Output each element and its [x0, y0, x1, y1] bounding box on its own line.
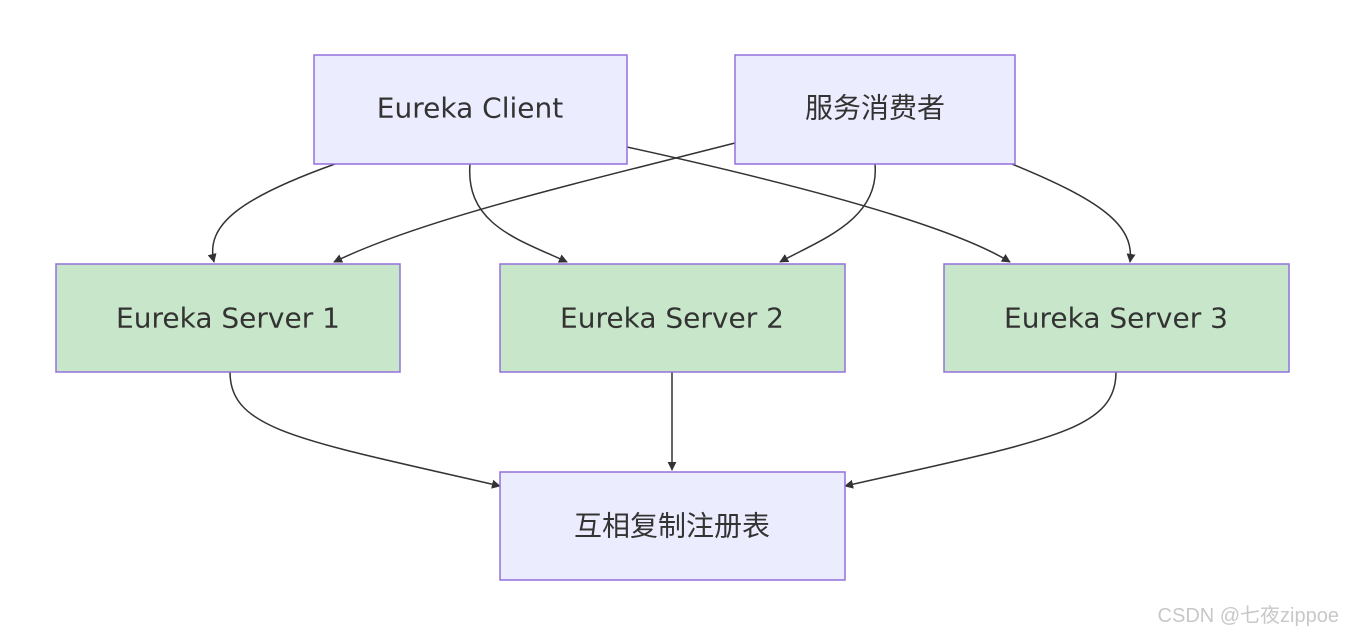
node-label: Eureka Server 1 [116, 302, 340, 335]
edge-service-consumer-to-server-2 [779, 163, 876, 263]
node-replicate-registry[interactable]: 互相复制注册表 [499, 471, 846, 581]
node-box [313, 54, 628, 165]
node-box [499, 263, 846, 373]
edge-server-3-to-replicate-registry [844, 371, 1117, 489]
edges [207, 142, 1136, 489]
node-box [943, 263, 1290, 373]
edge-eureka-client-to-server-1 [207, 163, 336, 263]
node-label: 互相复制注册表 [574, 510, 770, 543]
node-label: Eureka Server 2 [560, 302, 784, 335]
edge-eureka-client-to-server-3 [626, 146, 1011, 263]
edge-service-consumer-to-server-3 [1011, 163, 1136, 263]
edge-server-1-to-replicate-registry [229, 371, 501, 489]
edge-service-consumer-to-server-1 [333, 142, 736, 263]
node-eureka-client[interactable]: Eureka Client [313, 54, 628, 165]
node-label: Eureka Client [377, 92, 563, 125]
edge-eureka-client-to-server-2 [469, 163, 568, 263]
node-box [734, 54, 1016, 165]
watermark: CSDN @七夜zippoe [1157, 605, 1339, 627]
node-eureka-server-3[interactable]: Eureka Server 3 [943, 263, 1290, 373]
node-label: Eureka Server 3 [1004, 302, 1228, 335]
node-service-consumer[interactable]: 服务消费者 [734, 54, 1016, 165]
node-eureka-server-1[interactable]: Eureka Server 1 [55, 263, 401, 373]
node-label: 服务消费者 [805, 92, 945, 125]
node-box [55, 263, 401, 373]
node-box [499, 471, 846, 581]
node-eureka-server-2[interactable]: Eureka Server 2 [499, 263, 846, 373]
